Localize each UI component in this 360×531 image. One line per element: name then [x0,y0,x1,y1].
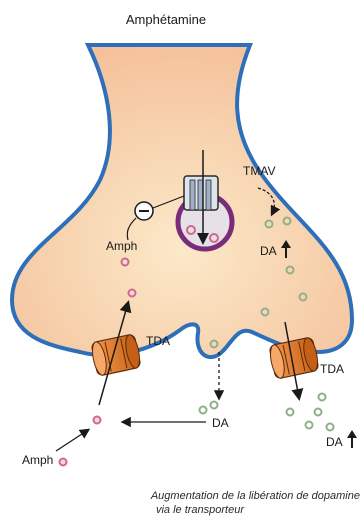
diagram-title: Amphétamine [126,12,206,27]
da-molecule [306,422,313,429]
caption-line-1: Augmentation de la libération de dopamin… [0,490,360,502]
label-da-right: DA [326,435,343,449]
label-tda-left: TDA [146,334,170,348]
da-molecule [327,424,334,431]
label-amph-outside: Amph [22,453,53,467]
da-molecule [315,409,322,416]
da-molecule [319,394,326,401]
label-amph-inside: Amph [106,239,137,253]
increase-arrow-icon [347,430,357,448]
da-molecule [200,407,207,414]
amph-molecule [129,290,136,297]
caption-line-2: via le transporteur [0,504,360,516]
label-tda-right: TDA [320,362,344,376]
label-da-vesicle: DA [260,244,277,258]
amph-molecule [94,417,101,424]
amph-entry-arrow [56,430,88,451]
da-molecule [287,409,294,416]
label-tmav: TMAV [243,164,275,178]
da-molecule [211,402,218,409]
amph-molecule [60,459,67,466]
presynaptic-terminal [12,45,352,357]
amph-molecule [122,259,129,266]
label-da-cleft: DA [212,416,229,430]
